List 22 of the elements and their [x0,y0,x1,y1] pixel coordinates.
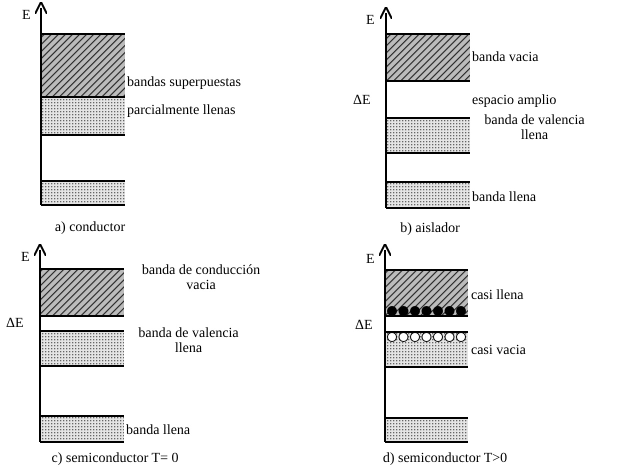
band-label: casi llena [471,288,524,303]
axis-label: E [22,8,31,23]
band-label: bandas superpuestas [127,75,241,90]
band-label: casi vacia [471,343,526,358]
band-label: banda llena [126,423,190,438]
axis-label: E [21,250,30,265]
gap-label: ΔE [6,316,24,331]
axis-label: E [366,252,375,267]
band-label: banda de valencia llena [483,113,586,143]
panel-caption: d) semiconductor T>0 [382,451,508,466]
gap-label: ΔE [355,318,373,333]
panel-caption: a) conductor [54,220,126,235]
band-label: banda de valencia llena [137,326,240,356]
gap-label: ΔE [353,93,371,108]
panel-caption: b) aislador [399,221,461,236]
band-label: parcialmente llenas [127,103,236,118]
band-label: banda vacia [472,50,538,65]
panel-caption: c) semiconductor T= 0 [50,451,180,466]
gap-label: espacio amplio [472,93,556,108]
band-label: banda de conducción vacia [140,263,262,293]
band-label: banda llena [472,190,536,205]
axis-label: E [366,13,375,28]
